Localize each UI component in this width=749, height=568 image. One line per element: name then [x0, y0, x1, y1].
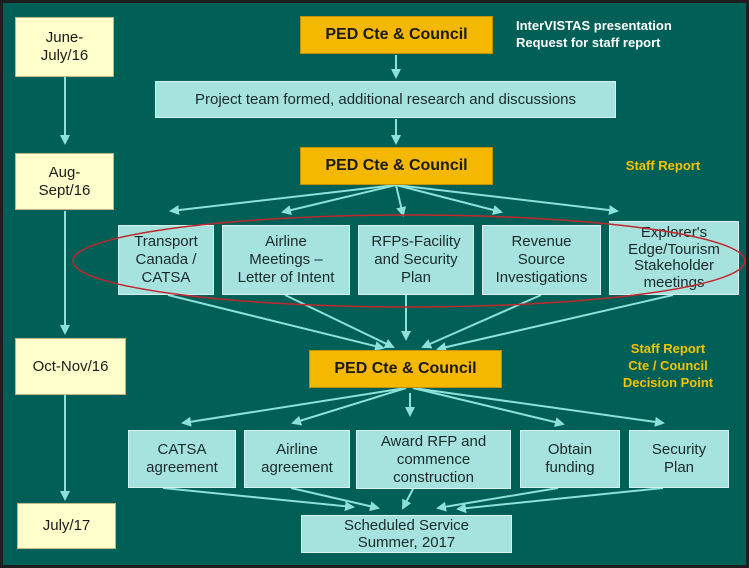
decision-point-note: Staff Report Cte / Council Decision Poin…: [622, 341, 714, 390]
task-obtain-funding: Obtain funding: [520, 430, 620, 488]
staff-report-note: Staff Report: [625, 158, 701, 173]
flow-arrow: [169, 184, 397, 216]
task-catsa-agreement: CATSA agreement: [128, 430, 236, 488]
final-scheduled-service: Scheduled Service Summer, 2017: [301, 515, 512, 553]
flow-arrow: [412, 387, 665, 427]
project-team-label: Project team formed, additional research…: [194, 90, 577, 108]
flow-arrow: [167, 294, 385, 351]
flow-arrow: [412, 387, 565, 427]
flow-arrow: [281, 184, 397, 216]
timeline-july-17: July/17: [17, 503, 116, 549]
connector-arrows: [60, 55, 674, 514]
timeline-label: July/17: [42, 517, 91, 534]
flow-arrow: [402, 488, 414, 510]
flow-arrow: [395, 184, 407, 217]
flow-arrow: [291, 387, 407, 426]
flow-arrow: [284, 294, 395, 349]
task-label: Transport Canada / CATSA: [134, 233, 198, 286]
timeline-oct-nov-16: Oct-Nov/16: [15, 338, 126, 395]
task-label: Security Plan: [651, 441, 707, 476]
task-label: Obtain funding: [545, 441, 595, 476]
flow-arrow: [290, 487, 380, 512]
task-explorers-edge: Explorer's Edge/Tourism Stakeholder meet…: [609, 221, 739, 295]
timeline-june-july-16: June- July/16: [15, 17, 114, 77]
council-box-1: PED Cte & Council: [300, 16, 493, 54]
flow-arrow: [395, 184, 619, 216]
timeline-label: June- July/16: [40, 29, 89, 64]
task-label: Revenue Source Investigations: [495, 233, 588, 286]
final-label: Scheduled Service Summer, 2017: [343, 516, 470, 551]
flow-arrow: [181, 387, 407, 427]
council-box-3: PED Cte & Council: [309, 350, 502, 388]
flow-arrow: [421, 294, 542, 349]
task-airline-meetings: Airline Meetings – Letter of Intent: [222, 225, 350, 295]
council-box-2: PED Cte & Council: [300, 147, 493, 185]
timeline-aug-sept-16: Aug- Sept/16: [15, 153, 114, 210]
council-label: PED Cte & Council: [325, 157, 468, 175]
flow-arrow: [436, 294, 674, 353]
intervistas-note: InterVISTAS presentation Request for sta…: [516, 18, 672, 50]
slide: June- July/16 Aug- Sept/16 Oct-Nov/16 Ju…: [3, 3, 746, 565]
highlight-ellipse: [72, 214, 746, 308]
task-label: RFPs-Facility and Security Plan: [371, 233, 461, 286]
timeline-label: Oct-Nov/16: [32, 357, 109, 375]
task-revenue-source: Revenue Source Investigations: [482, 225, 601, 295]
flow-arrow: [162, 487, 355, 512]
task-label: CATSA agreement: [146, 441, 218, 476]
task-rfps-facility: RFPs-Facility and Security Plan: [358, 225, 474, 295]
flow-arrow: [395, 184, 503, 215]
task-airline-agreement: Airline agreement: [244, 430, 350, 488]
task-label: Award RFP and commence construction: [380, 432, 487, 486]
task-award-rfp: Award RFP and commence construction: [356, 430, 511, 489]
task-security-plan: Security Plan: [629, 430, 729, 488]
task-label: Airline Meetings – Letter of Intent: [237, 233, 335, 286]
timeline-label: Aug- Sept/16: [38, 163, 91, 199]
flow-arrow: [456, 487, 664, 514]
project-team-box: Project team formed, additional research…: [155, 81, 616, 118]
council-label: PED Cte & Council: [334, 360, 477, 378]
task-label: Airline agreement: [261, 441, 333, 476]
council-label: PED Cte & Council: [325, 26, 468, 44]
task-transport-canada: Transport Canada / CATSA: [118, 225, 214, 295]
